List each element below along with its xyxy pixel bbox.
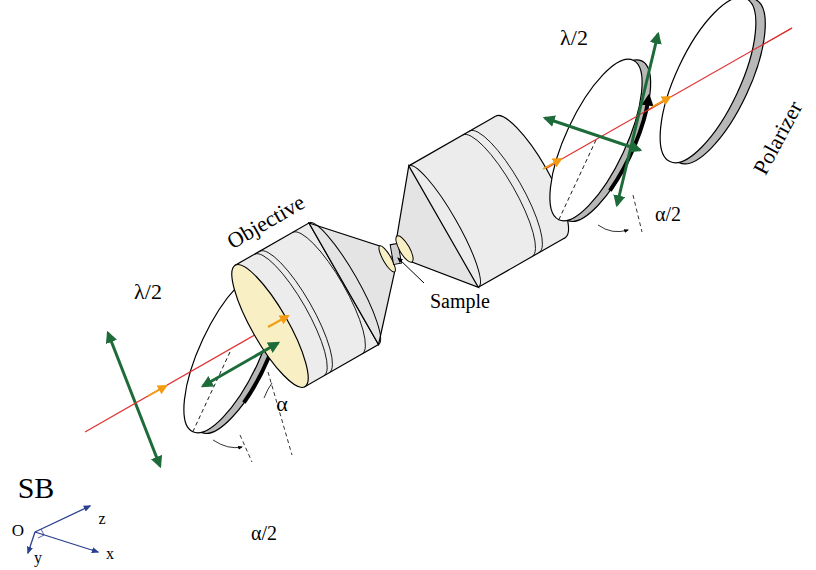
leader-line xyxy=(398,258,424,283)
polarizer-face xyxy=(641,0,775,175)
objective-ring xyxy=(292,224,377,354)
angle-label: α/2 xyxy=(655,204,681,224)
angle-arc xyxy=(598,225,628,232)
component-label: Sample xyxy=(430,291,490,311)
objective-edge xyxy=(409,116,496,166)
right-objective xyxy=(365,107,580,312)
angle-arc xyxy=(213,440,242,448)
component-label: Polarizer xyxy=(750,98,807,178)
polarization-arrow xyxy=(203,343,278,386)
objective-edge xyxy=(478,238,565,288)
angle-label: α xyxy=(276,393,288,415)
component-label: λ/2 xyxy=(134,281,162,303)
objective-ring xyxy=(470,122,555,252)
component-label: λ/2 xyxy=(560,27,588,49)
angle-label: α/2 xyxy=(251,523,277,543)
axis-z xyxy=(35,506,90,532)
axis-y xyxy=(28,532,35,553)
propagation-arrow xyxy=(543,159,561,169)
objective-tip xyxy=(393,233,417,264)
propagation-arrow xyxy=(268,316,288,327)
propagation-arrow xyxy=(148,386,166,396)
beam-label: SB xyxy=(18,473,55,503)
laser-beam xyxy=(560,28,792,160)
axis-label: z xyxy=(98,511,105,527)
right-angle-mark xyxy=(38,529,44,538)
propagation-arrow xyxy=(652,97,670,107)
axis-label: y xyxy=(34,550,42,566)
reference-dashed xyxy=(240,435,252,462)
axis-label: x xyxy=(106,546,114,562)
angle-arc xyxy=(264,383,272,398)
polarization-arrow xyxy=(545,118,640,150)
axis-x xyxy=(35,532,98,552)
objective-ring xyxy=(463,126,548,256)
axis-dashed xyxy=(193,352,230,432)
objective-pair xyxy=(220,107,581,395)
objective-lens-face xyxy=(220,256,321,395)
polarization-arrow xyxy=(108,333,160,466)
axis-dashed xyxy=(559,140,596,220)
reference-dashed xyxy=(633,195,642,232)
axis-label: O xyxy=(12,522,24,539)
axis-tick xyxy=(733,0,748,1)
polarization-arrow xyxy=(617,34,658,205)
objective-cone xyxy=(370,166,479,310)
reference-dashed xyxy=(268,372,292,455)
laser-beam xyxy=(85,28,792,432)
